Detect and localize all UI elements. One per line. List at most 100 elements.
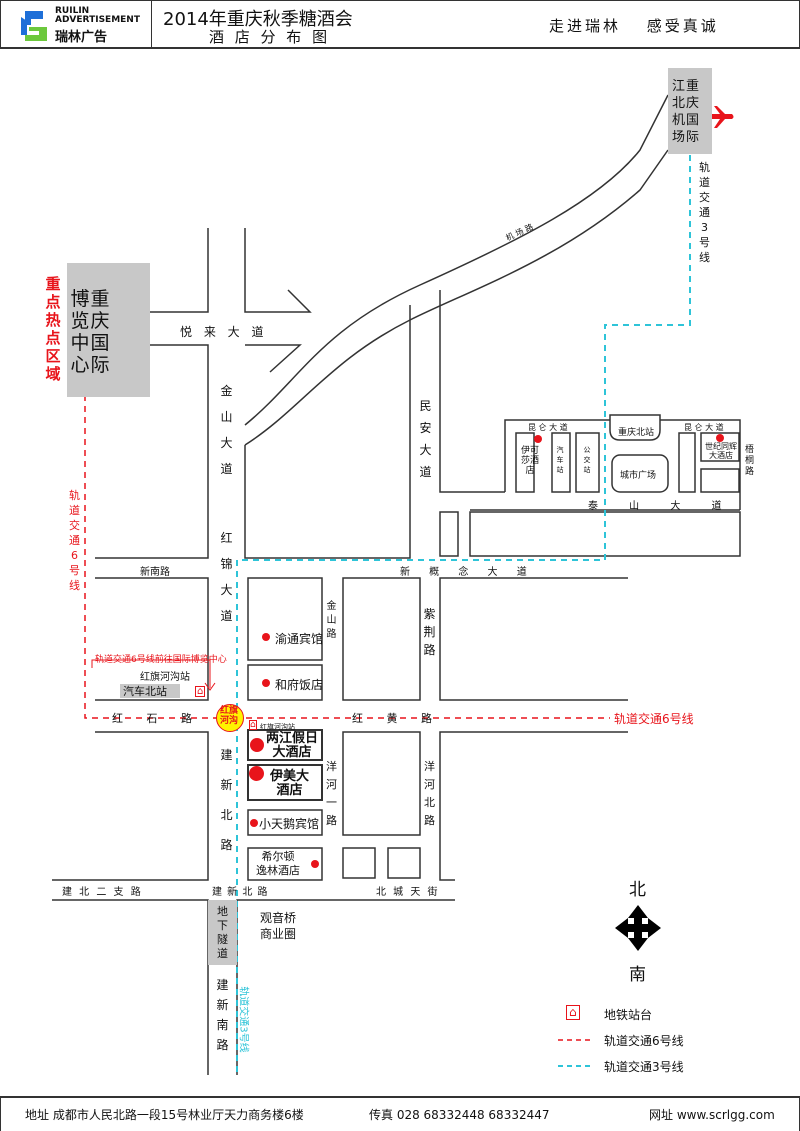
hotel-yimei-line1: 伊美大 (270, 769, 310, 784)
hotel-marker (262, 633, 270, 641)
block (439, 511, 459, 557)
hotel-xiaotianer: 小天鹅宾馆 (259, 817, 320, 831)
block (247, 847, 323, 881)
hot-zone-label: 重点热点区域 (45, 275, 61, 383)
hotel-liangjiang-line2: 大酒店 (272, 745, 312, 760)
legend-line6-label: 轨道交通6号线 (604, 1034, 684, 1048)
metro-line-3 (236, 155, 691, 1075)
road-edge (52, 731, 209, 881)
expo-label-col1: 博览中心 (70, 288, 90, 376)
metro-line6-label: 轨道交通6号线 (614, 712, 694, 726)
hotel-hefu: 和府饭店 (275, 678, 324, 692)
footer: 地址 成都市人民北路一段15号林业厅天力商务楼6楼 传真 028 6833244… (0, 1096, 800, 1131)
airport-label-col1: 江北机场 (672, 79, 686, 145)
block (342, 731, 421, 836)
compass-south: 南 (629, 965, 646, 985)
block (515, 432, 535, 493)
road-yanghe1: 洋河一路 (326, 760, 337, 827)
metro-line3-label-vertical: 轨道交通3号线 (699, 161, 710, 264)
road-edge (150, 228, 209, 313)
block (247, 764, 323, 801)
block (247, 729, 323, 761)
hotel-liangjiang-line1: 两江假日 (266, 731, 319, 746)
bus-north-area (120, 684, 180, 698)
road-jinshanlu: 金山路 (326, 601, 337, 640)
hotel-liangjiang: 两江假日大酒店 (266, 732, 318, 760)
hotel-yimei: 伊美大酒店 (270, 770, 309, 798)
metro-line6-label-vertical: 轨道交通6号线 (69, 489, 80, 592)
footer-address: 地址 成都市人民北路一段15号林业厅天力商务楼6楼 (25, 1108, 304, 1122)
road-jinshan: 金山大道 (220, 384, 233, 476)
north-station-label: 重庆北站 (618, 428, 655, 438)
hotel-marker (249, 766, 264, 781)
legend-line3-label: 轨道交通3号线 (604, 1060, 684, 1074)
hotel-yutong: 渝通宾馆 (275, 632, 324, 646)
header: RUILIN ADVERTISEMENT 瑞林广告 2014年重庆秋季糖酒会 酒… (0, 0, 800, 49)
compass-north: 北 (629, 880, 646, 900)
road-jianbei2: 建 北 二 支 路 (62, 887, 143, 898)
footer-fax: 传真 028 68332448 68332447 (369, 1108, 550, 1122)
guanyinqiao-label: 观音桥商业圈 (260, 910, 296, 942)
airport-road-edge (244, 149, 669, 446)
hotel-shiji: 世纪同辉大酒店 (705, 442, 737, 460)
metro-line-6 (84, 395, 610, 719)
road-wutong: 梧桐路 (744, 445, 754, 477)
road-xingainian: 新 概 念 大 道 (400, 567, 535, 578)
page-title: 2014年重庆秋季糖酒会 (163, 9, 353, 30)
bus-north-label: 汽车北站 (123, 685, 167, 698)
road-kunlun-1: 昆 仑 大 道 (528, 423, 568, 432)
hotel-marker (311, 860, 319, 868)
logo-text-cn: 瑞林广告 (55, 30, 108, 45)
road-edge (504, 419, 610, 492)
block (387, 847, 421, 879)
hotel-hilton-line2: 逸林酒店 (256, 864, 300, 877)
bus-station-label: 汽车站 (556, 446, 564, 474)
hongqihegou-interchange[interactable] (216, 704, 244, 732)
slogan: 走进瑞林 感受真诚 (549, 17, 719, 35)
hotel-hilton: 希尔顿逸林酒店 (256, 850, 300, 878)
airplane-icon (700, 106, 734, 128)
tunnel-label: 地下隧道 (217, 905, 228, 960)
guanyinqiao-line1: 观音桥 (260, 911, 297, 925)
metro-line3-label-bottom: 轨道交通3号线 (237, 986, 249, 1053)
hotel-hilton-line1: 希尔顿 (261, 850, 295, 863)
logo-icon (21, 11, 47, 41)
public-transit-label: 公交站 (583, 446, 591, 474)
road-hongshi: 红 石 路 (112, 712, 202, 725)
metro-station-icon: ⌂ (249, 720, 257, 730)
logo-text-en1: RUILIN (55, 6, 90, 16)
hotel-marker (716, 434, 724, 442)
block (342, 577, 421, 701)
road-edge (660, 419, 741, 510)
road-kunlun-2: 昆 仑 大 道 (684, 423, 724, 432)
road-edge (245, 344, 302, 373)
guanyinqiao-line2: 商业圈 (260, 927, 297, 941)
hongqihegou-station-label: 红旗河沟站 (140, 672, 190, 683)
road-edge (52, 899, 209, 1075)
compass-arrows-icon (615, 905, 661, 951)
road-edge (244, 305, 411, 559)
road-edge (95, 344, 209, 559)
road-honghuang: 红 黄 路 (352, 712, 442, 725)
block (247, 664, 323, 701)
page-subtitle: 酒 店 分 布 图 (209, 28, 331, 46)
footer-website[interactable]: 网址 www.scrlgg.com (649, 1108, 775, 1122)
airport-area (668, 68, 712, 154)
logo-text-en2: ADVERTISEMENT (55, 15, 140, 25)
road-edge (439, 290, 505, 493)
block (342, 847, 376, 879)
legend-station-icon: ⌂ (566, 1005, 580, 1020)
legend-station-label: 地铁站台 (604, 1008, 653, 1022)
city-square-block (611, 454, 669, 493)
transfer-arrow (91, 659, 211, 688)
road-minan: 民安大道 (419, 399, 432, 479)
road-edge (244, 228, 312, 313)
hongqihegou-station-small: 红旗河沟站 (260, 723, 295, 731)
block (575, 432, 600, 493)
block (700, 468, 740, 493)
road-yanghebei: 洋河北路 (424, 760, 435, 827)
road-xinnan: 新南路 (140, 567, 170, 578)
metro-station-icon: ⌂ (195, 686, 206, 697)
city-square-label: 城市广场 (620, 471, 657, 481)
